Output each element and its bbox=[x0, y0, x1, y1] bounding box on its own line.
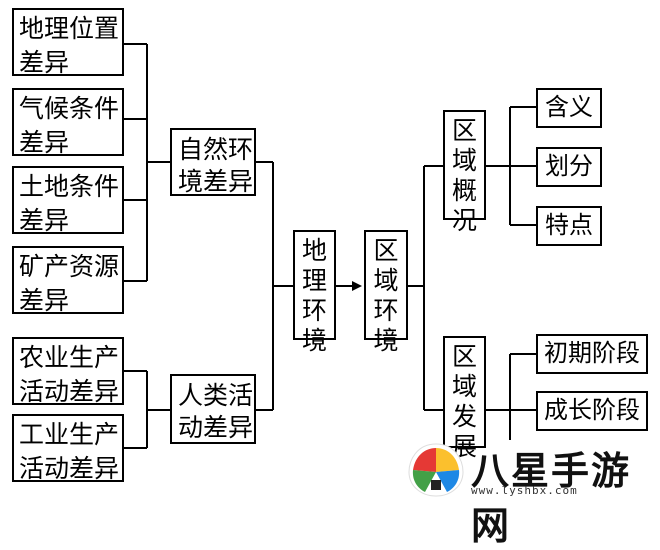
development-item-growth: 成长阶段 bbox=[536, 391, 648, 431]
connector-lines bbox=[123, 43, 536, 449]
factor-line2: 差异 bbox=[19, 128, 70, 157]
geo-env-char: 地 bbox=[301, 236, 327, 265]
natural-env-line1: 自然环 bbox=[178, 135, 254, 164]
concept-diagram: 地理位置 差异 气候条件 差异 土地条件 差异 矿产资源 差异 农业生产 活动差… bbox=[12, 8, 660, 548]
factor-line1: 矿产资源 bbox=[19, 252, 120, 281]
region-overview-char: 况 bbox=[451, 206, 477, 235]
region-env-char: 区 bbox=[373, 236, 399, 265]
region-overview-char: 域 bbox=[451, 146, 477, 175]
region-development-char: 区 bbox=[451, 342, 477, 371]
natural-env-line2: 境差异 bbox=[178, 167, 254, 196]
region-overview-char: 区 bbox=[451, 116, 477, 145]
region-development-char: 发 bbox=[451, 402, 477, 431]
factor-box-geo-location: 地理位置 差异 bbox=[12, 8, 124, 77]
human-activity-line2: 动差异 bbox=[178, 413, 254, 442]
factor-box-land: 土地条件 差异 bbox=[12, 166, 124, 235]
factor-line2: 差异 bbox=[19, 286, 70, 315]
region-overview-box: 区 域 概 况 bbox=[443, 110, 486, 235]
geo-env-char: 环 bbox=[301, 296, 327, 325]
human-activity-box: 人类活 动差异 bbox=[170, 374, 256, 444]
factor-box-minerals: 矿产资源 差异 bbox=[12, 246, 124, 315]
factor-line1: 工业生产 bbox=[19, 420, 120, 449]
geo-env-char: 境 bbox=[301, 326, 327, 355]
geo-env-box: 地 理 环 境 bbox=[293, 230, 336, 355]
development-item-initial: 初期阶段 bbox=[536, 334, 648, 374]
geo-env-char: 理 bbox=[301, 266, 327, 295]
overview-item-features: 特点 bbox=[536, 206, 602, 246]
region-env-char: 境 bbox=[373, 326, 399, 355]
natural-env-box: 自然环 境差异 bbox=[170, 128, 256, 196]
region-env-char: 域 bbox=[373, 266, 399, 295]
region-env-char: 环 bbox=[373, 296, 399, 325]
overview-item-label: 含义 bbox=[545, 93, 593, 121]
factor-line1: 地理位置 bbox=[19, 14, 120, 43]
region-development-box: 区 域 发 展 bbox=[443, 336, 486, 461]
watermark: 八星手游网 www.lyshbx.com bbox=[405, 440, 660, 548]
development-item-label: 成长阶段 bbox=[544, 396, 640, 424]
overview-item-label: 特点 bbox=[545, 211, 593, 239]
watermark-url: www.lyshbx.com bbox=[471, 484, 578, 497]
factor-line2: 活动差异 bbox=[19, 377, 120, 406]
factor-box-agriculture: 农业生产 活动差异 bbox=[12, 337, 124, 406]
region-env-box: 区 域 环 境 bbox=[364, 230, 408, 355]
factor-line2: 活动差异 bbox=[19, 454, 120, 483]
watermark-logo-icon bbox=[408, 443, 464, 497]
development-item-label: 初期阶段 bbox=[544, 339, 640, 367]
overview-item-meaning: 含义 bbox=[536, 88, 602, 128]
overview-item-division: 划分 bbox=[536, 147, 602, 187]
factor-line1: 农业生产 bbox=[19, 343, 120, 372]
overview-item-label: 划分 bbox=[545, 152, 593, 180]
factor-line1: 土地条件 bbox=[19, 172, 120, 201]
factor-box-climate: 气候条件 差异 bbox=[12, 88, 124, 157]
factor-box-industry: 工业生产 活动差异 bbox=[12, 414, 124, 483]
human-activity-line1: 人类活 bbox=[178, 381, 254, 410]
arrow-head bbox=[352, 281, 362, 291]
region-overview-char: 概 bbox=[451, 176, 477, 205]
factor-line1: 气候条件 bbox=[19, 94, 120, 123]
factor-line2: 差异 bbox=[19, 206, 70, 235]
factor-line2: 差异 bbox=[19, 48, 70, 77]
region-development-char: 域 bbox=[451, 372, 477, 401]
